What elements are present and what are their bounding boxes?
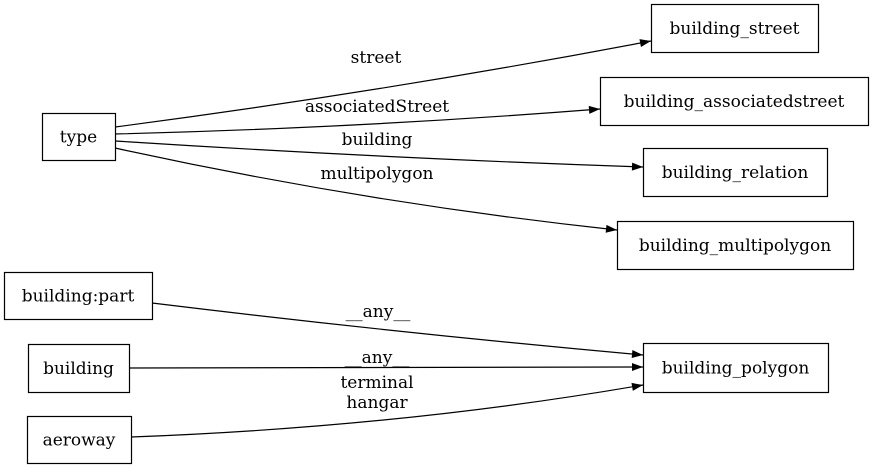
node-building-part: building:part [3, 271, 154, 321]
edge-label: __any__ [345, 348, 410, 368]
arrowhead-icon [639, 39, 651, 47]
edge-label: __any__ [346, 302, 411, 322]
edge-label: associatedStreet [305, 97, 449, 117]
edge-type-building_relation: building [114, 130, 644, 171]
node-label: type [60, 127, 97, 147]
node-box [27, 343, 131, 394]
node-label: building_polygon [662, 358, 810, 378]
edge-line [114, 108, 601, 135]
edge-line [114, 140, 644, 168]
node-aeroway: aeroway [26, 415, 133, 465]
node-label: building_relation [662, 163, 809, 183]
edge-label: building [342, 130, 413, 150]
edge-building-building_polygon: __any__ [128, 348, 644, 372]
arrowhead-icon [631, 350, 643, 359]
edge-line [128, 366, 644, 369]
edge-label: hangar [346, 393, 408, 413]
edge-type-building_street: street [114, 39, 652, 128]
node-label: building:part [22, 286, 135, 306]
arrowhead-icon [631, 382, 643, 391]
node-label: building_street [670, 19, 800, 39]
node-building_polygon: building_polygon [642, 342, 830, 394]
node-box [599, 76, 870, 127]
node-box [642, 147, 829, 198]
node-box [26, 415, 133, 465]
arrowhead-icon [631, 162, 643, 171]
edge-line [114, 40, 652, 128]
node-box [3, 271, 154, 321]
node-box [650, 3, 820, 54]
edge-building-part-building_polygon: __any__ [151, 302, 644, 359]
edge-label: terminal [340, 373, 413, 393]
node-box [642, 342, 830, 394]
edge-label: multipolygon [321, 164, 434, 184]
edge-type-building_associatedstreet: associatedStreet [114, 97, 601, 135]
arrowhead-icon [605, 224, 617, 233]
node-label: building_associatedstreet [624, 92, 845, 112]
node-label: building [43, 359, 114, 379]
node-building_multipolygon: building_multipolygon [616, 220, 855, 271]
node-box [41, 112, 117, 162]
edge-line [130, 384, 644, 438]
edge-line [114, 147, 618, 231]
node-label: aeroway [43, 430, 116, 450]
arrowhead-icon [631, 363, 643, 372]
node-building: building [27, 343, 131, 394]
node-type: type [41, 112, 117, 162]
arrowhead-icon [588, 105, 600, 114]
node-building_street: building_street [650, 3, 820, 54]
node-building_associatedstreet: building_associatedstreet [599, 76, 870, 127]
edge-line [151, 302, 644, 356]
edge-label: street [351, 48, 402, 68]
node-label: building_multipolygon [639, 236, 831, 256]
node-building_relation: building_relation [642, 147, 829, 198]
edge-type-building_multipolygon: multipolygon [114, 147, 618, 233]
node-box [616, 220, 855, 271]
